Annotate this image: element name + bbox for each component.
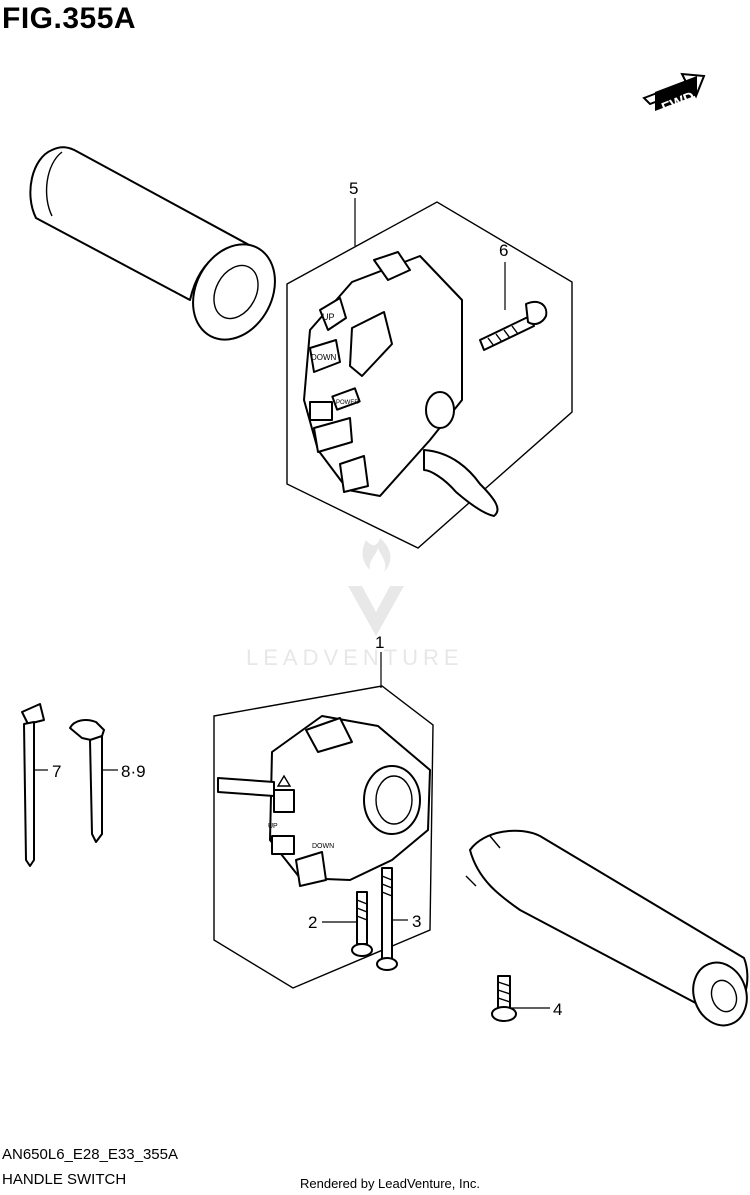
fwd-arrow: FWD (642, 72, 706, 117)
callout-3: 3 (392, 912, 421, 931)
svg-text:4: 4 (553, 1000, 562, 1019)
screw-part-6 (479, 300, 548, 351)
svg-text:3: 3 (412, 912, 421, 931)
right-throttle-grip (465, 829, 749, 1027)
screw-part-2 (351, 891, 373, 957)
up-button-label: UP (322, 312, 335, 322)
callout-5: 5 (349, 179, 358, 246)
down-button-label: DOWN (311, 353, 337, 362)
power-button-label: POWER (336, 400, 359, 406)
cable-tie-part-7 (21, 703, 45, 867)
left-handle-switch-assembly: UP DOWN (213, 685, 434, 989)
callout-7: 7 (34, 762, 61, 781)
clamp-part-8-9 (69, 719, 105, 843)
right-handle-switch-assembly: UP DOWN POWER (286, 201, 573, 549)
svg-text:6: 6 (499, 241, 508, 260)
callout-1: 1 (375, 633, 384, 688)
callout-8-9: 8·9 (102, 762, 146, 781)
screw-part-4 (491, 975, 517, 1022)
callout-6: 6 (499, 241, 508, 310)
leadventure-watermark: LEADVENTURE (246, 538, 464, 670)
figure-title: FIG.355A (2, 2, 137, 35)
callout-2: 2 (308, 913, 357, 932)
watermark-text: LEADVENTURE (246, 645, 464, 670)
rendered-by-credit: Rendered by LeadVenture, Inc. (300, 1176, 480, 1191)
svg-text:5: 5 (349, 179, 358, 198)
callout-4: 4 (510, 1000, 562, 1019)
down-switch-label: DOWN (312, 843, 334, 850)
figure-name: HANDLE SWITCH (2, 1171, 127, 1188)
svg-text:7: 7 (52, 762, 61, 781)
figure-code: AN650L6_E28_E33_355A (2, 1146, 178, 1163)
svg-text:8·9: 8·9 (121, 762, 146, 781)
left-grip (29, 146, 276, 341)
screw-part-3 (376, 867, 398, 971)
svg-text:2: 2 (308, 913, 317, 932)
svg-text:1: 1 (375, 633, 384, 652)
up-switch-label: UP (268, 823, 278, 830)
